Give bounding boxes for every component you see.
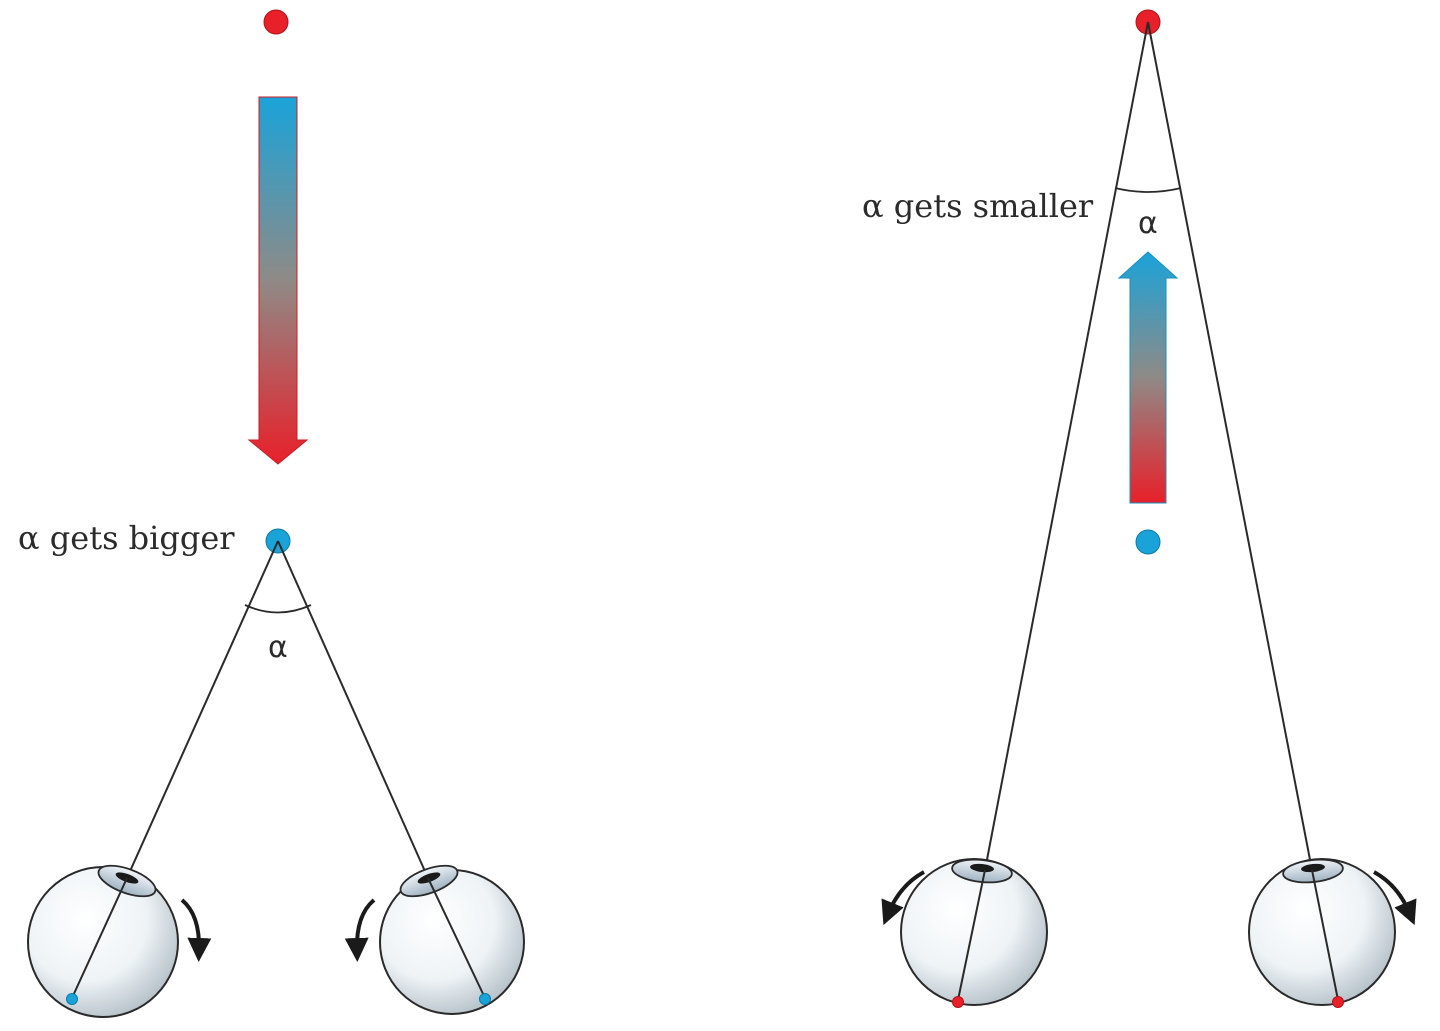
- left-eye-sightline-right: [277, 540, 429, 879]
- left-angle-symbol: α: [268, 630, 288, 665]
- right-angle-symbol: α: [1138, 206, 1158, 241]
- right-panel-right-eye-rotation-arrow: [1373, 870, 1417, 926]
- right-angle-label: α gets smaller: [862, 187, 1094, 225]
- left-panel-right-retina-point: [479, 993, 491, 1005]
- left-panel-left-eye-rotation-arrow: [180, 898, 212, 962]
- right-panel: α α gets smaller: [862, 9, 1417, 1008]
- left-eye-sightline-left: [126, 540, 279, 879]
- left-panel-left-retina-point: [66, 993, 78, 1005]
- left-angle-label: α gets bigger: [18, 519, 235, 557]
- right-eye-sightline-right: [1147, 21, 1313, 871]
- left-panel-left-eye: [27, 864, 179, 1018]
- left-far-point: [263, 9, 289, 35]
- left-panel-right-eye: [379, 864, 525, 1015]
- left-motion-arrow: [247, 96, 309, 465]
- right-panel-right-eye: [1248, 858, 1396, 1008]
- left-panel-right-eye-rotation-arrow: [344, 898, 376, 962]
- left-angle-arc: [244, 604, 312, 614]
- right-panel-left-eye: [900, 858, 1048, 1008]
- right-angle-arc: [1114, 187, 1182, 193]
- right-panel-left-retina-point: [952, 996, 964, 1008]
- right-panel-left-eye-rotation-arrow: [881, 870, 925, 926]
- right-panel-right-retina-point: [1332, 996, 1344, 1008]
- right-eye-sightline-left: [984, 21, 1149, 871]
- right-near-point: [1135, 529, 1161, 555]
- left-panel: α gets bigger α: [18, 9, 525, 1018]
- right-motion-arrow: [1117, 251, 1179, 504]
